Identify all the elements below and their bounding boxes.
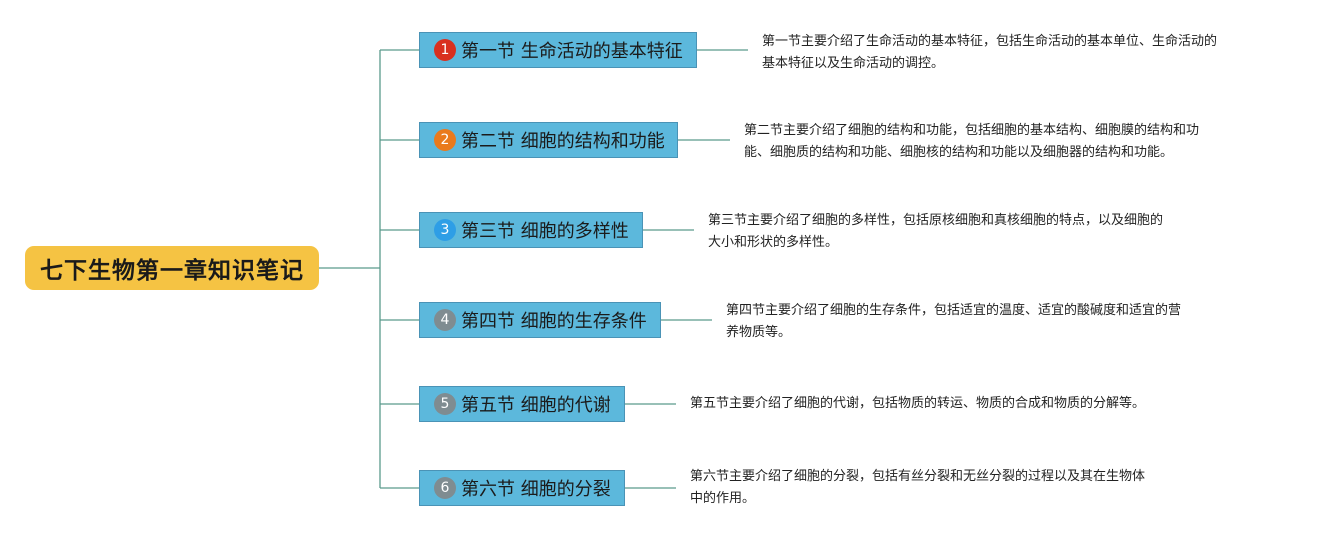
description-line: 第四节主要介绍了细胞的生存条件，包括适宜的温度、适宜的酸碱度和适宜的营 (726, 303, 1182, 318)
section-6-description: 第六节主要介绍了细胞的分裂，包括有丝分裂和无丝分裂的过程以及其在生物体 中的作用… (690, 466, 1145, 510)
description-line: 大小和形状的多样性。 (708, 235, 839, 250)
number-badge-icon: 6 (434, 477, 456, 499)
number-badge-icon: 3 (434, 219, 456, 241)
section-1-description: 第一节主要介绍了生命活动的基本特征，包括生命活动的基本单位、生命活动的 基本特征… (762, 31, 1217, 75)
section-2-description: 第二节主要介绍了细胞的结构和功能，包括细胞的基本结构、细胞膜的结构和功 能、细胞… (744, 120, 1199, 164)
topic-section-2[interactable]: 2 第二节 细胞的结构和功能 (419, 122, 678, 158)
topic-section-1[interactable]: 1 第一节 生命活动的基本特征 (419, 32, 697, 68)
section-3-description: 第三节主要介绍了细胞的多样性，包括原核细胞和真核细胞的特点，以及细胞的 大小和形… (708, 210, 1163, 254)
number-badge-icon: 1 (434, 39, 456, 61)
description-line: 能、细胞质的结构和功能、细胞核的结构和功能以及细胞器的结构和功能。 (744, 145, 1174, 160)
number-badge-icon: 5 (434, 393, 456, 415)
description-line: 第五节主要介绍了细胞的代谢，包括物质的转运、物质的合成和物质的分解等。 (690, 396, 1146, 411)
topic-title: 第六节 细胞的分裂 (461, 479, 611, 500)
topic-title: 第一节 生命活动的基本特征 (461, 41, 683, 62)
description-line: 第一节主要介绍了生命活动的基本特征，包括生命活动的基本单位、生命活动的 (762, 34, 1218, 49)
topic-title: 第二节 细胞的结构和功能 (461, 131, 665, 152)
topic-title: 第四节 细胞的生存条件 (461, 311, 647, 332)
description-line: 基本特征以及生命活动的调控。 (762, 56, 945, 71)
root-topic[interactable]: 七下生物第一章知识笔记 (25, 246, 319, 290)
description-line: 中的作用。 (690, 491, 756, 506)
topic-title: 第五节 细胞的代谢 (461, 395, 611, 416)
topic-title: 第三节 细胞的多样性 (461, 221, 629, 242)
topic-section-6[interactable]: 6 第六节 细胞的分裂 (419, 470, 625, 506)
topic-section-4[interactable]: 4 第四节 细胞的生存条件 (419, 302, 661, 338)
number-badge-icon: 2 (434, 129, 456, 151)
section-5-description: 第五节主要介绍了细胞的代谢，包括物质的转运、物质的合成和物质的分解等。 (690, 393, 1145, 415)
description-line: 第六节主要介绍了细胞的分裂，包括有丝分裂和无丝分裂的过程以及其在生物体 (690, 469, 1146, 484)
description-line: 养物质等。 (726, 325, 792, 340)
root-title: 七下生物第一章知识笔记 (40, 258, 304, 284)
topic-section-5[interactable]: 5 第五节 细胞的代谢 (419, 386, 625, 422)
section-4-description: 第四节主要介绍了细胞的生存条件，包括适宜的温度、适宜的酸碱度和适宜的营 养物质等… (726, 300, 1181, 344)
number-badge-icon: 4 (434, 309, 456, 331)
description-line: 第三节主要介绍了细胞的多样性，包括原核细胞和真核细胞的特点，以及细胞的 (708, 213, 1164, 228)
topic-section-3[interactable]: 3 第三节 细胞的多样性 (419, 212, 643, 248)
description-line: 第二节主要介绍了细胞的结构和功能，包括细胞的基本结构、细胞膜的结构和功 (744, 123, 1200, 138)
